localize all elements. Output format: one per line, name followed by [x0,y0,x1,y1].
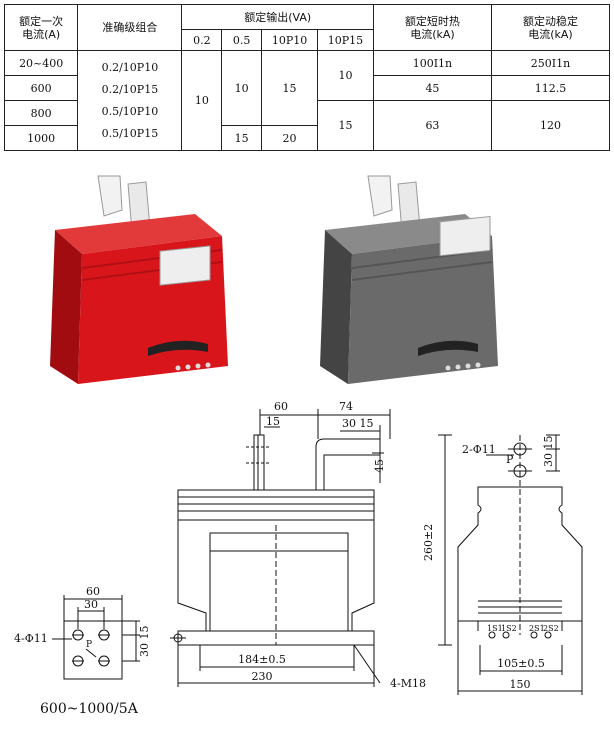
dim-side-outer: 150 [510,678,531,691]
dim-side-height: 260±2 [422,524,435,561]
dim-bottom-outer: 230 [252,670,273,683]
cell-dynamic: 120 [490,100,611,151]
label-detail-p: P [86,640,92,650]
hdr-rated-primary-current: 额定一次 电流(A) [3,4,79,51]
cell-out-0-2: 10 [181,50,223,151]
cell-out-10p15-top: 10 [317,50,374,101]
cell-accuracy-combos: 0.2/10P10 0.2/10P15 0.5/10P10 0.5/10P15 [77,50,183,151]
technical-drawings: 60 74 15 30 15 45 184±0.5 230 4-M18 2-Φ1… [14,400,583,717]
dim-detail-60: 60 [86,585,100,598]
product-photos [50,175,498,384]
hdr-short-time-thermal: 额定短时热 电流(kA) [372,4,492,51]
dim-side-inner: 105±0.5 [497,657,545,670]
label-detail-holes: 4-Φ11 [14,632,48,645]
terminal-label: 2S2 [543,624,559,633]
hdr-output-10p10: 10P10 [261,29,319,51]
hdr-output-10p15: 10P15 [317,29,374,51]
cell-current: 600 [3,75,79,101]
cell-thermal: 100I1n [372,50,492,76]
label-side-holes: 2-Φ11 [462,443,496,456]
gray-transformer-photo [320,175,498,384]
terminal-label: 2S1 [529,624,545,633]
label-side-p: P [506,453,514,466]
cell-out-10p10-top: 15 [261,50,319,126]
dim-45: 45 [373,459,386,473]
dim-top-width: 60 [274,400,288,413]
label-mount-holes: 4-M18 [390,677,426,690]
cell-out-0-5-top: 10 [221,50,263,126]
cell-dynamic: 250I1n [490,50,611,76]
dim-side-30-15: 30 15 [542,436,555,468]
terminal-label: 1S2 [501,624,517,633]
cell-out-0-5-bottom: 15 [221,125,263,151]
front-view-drawing [170,409,391,687]
cell-out-10p10-bottom: 20 [261,125,319,151]
dim-30-15: 30 15 [342,417,374,430]
dim-bottom-inner: 184±0.5 [238,653,286,666]
caption-rating: 600~1000/5A [40,701,139,717]
cell-current: 800 [3,100,79,126]
spec-table: 额定一次 电流(A) 准确级组合 额定输出(VA) 额定短时热 电流(kA) 额… [3,4,611,151]
terminal-label: 1S1 [487,624,503,633]
hdr-accuracy-combo: 准确级组合 [77,4,183,51]
red-transformer-photo [50,175,228,384]
cell-thermal: 63 [372,100,492,151]
cell-out-10p15-bottom: 15 [317,100,374,151]
cell-current: 1000 [3,125,79,151]
cell-current: 20~400 [3,50,79,76]
dim-top-offset: 74 [339,400,353,413]
dim-detail-30: 30 [84,598,98,611]
hdr-dynamic-stable: 额定动稳定 电流(kA) [490,4,611,51]
hdr-output-0-2: 0.2 [181,29,223,51]
dim-15: 15 [266,415,280,428]
hdr-rated-output: 额定输出(VA) [181,4,374,30]
cell-dynamic: 112.5 [490,75,611,101]
side-view-drawing [438,434,583,695]
dim-detail-30-15: 30 15 [138,626,151,658]
hdr-output-0-5: 0.5 [221,29,263,51]
terminal-detail-drawing [52,595,140,680]
cell-thermal: 45 [372,75,492,101]
